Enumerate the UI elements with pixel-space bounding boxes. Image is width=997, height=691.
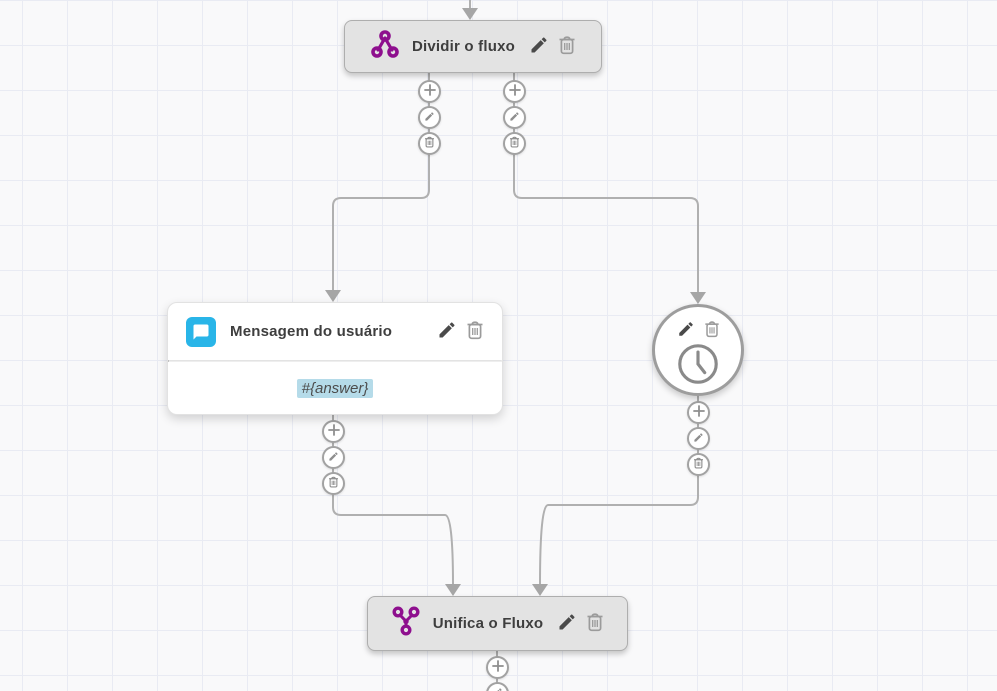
arrowhead-into-dividir [462, 8, 478, 20]
trash-icon [693, 457, 704, 472]
plus-icon [508, 84, 521, 99]
edit-node-button[interactable] [437, 320, 457, 343]
pencil-icon [693, 431, 704, 446]
trash-icon [466, 320, 484, 343]
plus-icon [491, 660, 504, 675]
pencil-icon [437, 320, 457, 343]
wire-timer-to-unifica [539, 396, 699, 586]
node-dividir-o-fluxo[interactable]: Dividir o fluxo [344, 20, 602, 73]
trash-icon [328, 476, 339, 491]
edit-node-button[interactable] [557, 612, 577, 635]
arrowhead-into-mensagem [325, 290, 341, 302]
delete-connection-button[interactable] [687, 453, 710, 476]
node-unifica-o-fluxo[interactable]: Unifica o Fluxo [367, 596, 628, 651]
add-block-button[interactable] [322, 420, 345, 443]
chat-bubble-icon [186, 316, 216, 347]
pencil-icon [424, 110, 435, 125]
plus-icon [423, 84, 436, 99]
arrowhead-into-timer [690, 292, 706, 304]
trash-icon [704, 320, 720, 341]
node-actions [677, 320, 720, 341]
variable-chip: #{answer} [296, 378, 374, 398]
split-branch-icon [370, 30, 400, 63]
trash-icon [509, 136, 520, 151]
trash-icon [558, 35, 576, 58]
wire-mensagem-to-unifica [332, 415, 454, 586]
node-title: Unifica o Fluxo [432, 615, 544, 632]
edit-connection-button[interactable] [503, 106, 526, 129]
branch-right-action-stack [503, 80, 526, 155]
arrowhead-mensagem-into-unifica [445, 584, 461, 596]
pencil-icon [492, 686, 503, 691]
edit-connection-button[interactable] [322, 446, 345, 469]
edit-connection-button[interactable] [418, 106, 441, 129]
add-block-button[interactable] [486, 656, 509, 679]
mensagem-action-stack [322, 420, 345, 495]
node-body: #{answer} [168, 362, 502, 414]
delete-connection-button[interactable] [503, 132, 526, 155]
arrowhead-timer-into-unifica [532, 584, 548, 596]
node-title: Dividir o fluxo [411, 38, 515, 55]
node-header: Mensagem do usuário [168, 303, 502, 360]
add-block-button[interactable] [687, 401, 710, 424]
edit-connection-button[interactable] [687, 427, 710, 450]
pencil-icon [677, 320, 695, 341]
plus-icon [692, 405, 705, 420]
edit-node-button[interactable] [677, 320, 695, 341]
node-title: Mensagem do usuário [230, 323, 393, 340]
pencil-icon [328, 450, 339, 465]
plus-icon [327, 424, 340, 439]
edit-node-button[interactable] [529, 35, 549, 58]
delete-node-button[interactable] [586, 612, 604, 635]
delete-connection-button[interactable] [322, 472, 345, 495]
pencil-icon [509, 110, 520, 125]
add-block-button[interactable] [503, 80, 526, 103]
wire-dividir-to-mensagem [332, 73, 430, 291]
delete-node-button[interactable] [704, 320, 720, 341]
add-block-button[interactable] [418, 80, 441, 103]
unifica-action-stack [486, 656, 509, 691]
trash-icon [424, 136, 435, 151]
clock-icon [675, 341, 721, 392]
delete-connection-button[interactable] [418, 132, 441, 155]
timer-action-stack [687, 401, 710, 476]
edit-connection-button[interactable] [486, 682, 509, 691]
delete-node-button[interactable] [466, 320, 484, 343]
pencil-icon [529, 35, 549, 58]
wire-dividir-to-timer [513, 73, 699, 293]
node-mensagem-do-usuario[interactable]: Mensagem do usuário #{answer} [167, 302, 503, 415]
merge-branch-icon [391, 606, 421, 641]
node-divider [168, 360, 502, 362]
pencil-icon [557, 612, 577, 635]
branch-left-action-stack [418, 80, 441, 155]
delete-node-button[interactable] [558, 35, 576, 58]
trash-icon [586, 612, 604, 635]
node-timer[interactable] [652, 304, 744, 396]
